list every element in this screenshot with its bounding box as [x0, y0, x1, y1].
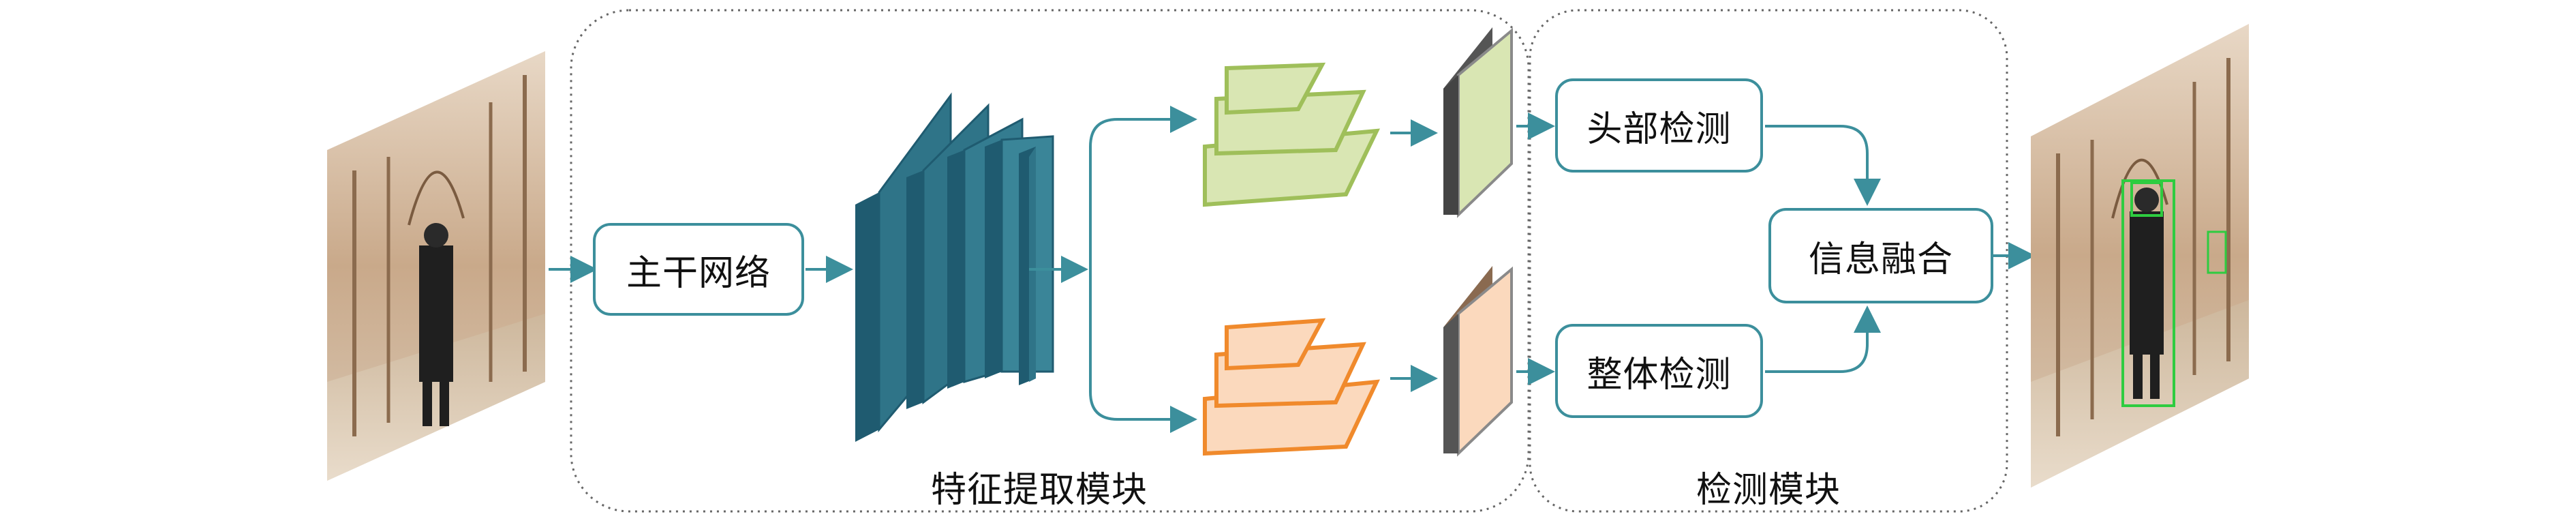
split-arrows	[1029, 106, 1197, 433]
feature-extraction-module-border	[570, 9, 1530, 513]
output-image	[2031, 24, 2249, 488]
detection-module-border	[1529, 9, 2008, 513]
head-detection-label: 头部检测	[1586, 108, 1732, 150]
green-feature-maps	[1203, 62, 1381, 207]
extra-detection-box	[2207, 230, 2227, 274]
head-detection-box	[2130, 181, 2163, 217]
information-fusion-box: 信息融合	[1768, 208, 1993, 303]
backbone-network-label: 主干网络	[626, 252, 771, 294]
green-feature-prism	[1443, 27, 1513, 218]
information-fusion-label: 信息融合	[1808, 239, 1953, 280]
arrow-head-to-fusion	[1765, 125, 1881, 206]
backbone-feature-layers	[855, 92, 1054, 442]
body-detection-box-node: 整体检测	[1555, 324, 1763, 418]
body-detection-label: 整体检测	[1586, 354, 1732, 395]
backbone-network-box: 主干网络	[593, 223, 804, 316]
input-image	[327, 51, 545, 481]
orange-feature-prism	[1443, 266, 1513, 457]
arrow-body-to-fusion	[1765, 305, 1881, 373]
feature-extraction-module-label: 特征提取模块	[930, 470, 1148, 511]
detection-module-label: 检测模块	[1696, 470, 1841, 511]
head-detection-box-node: 头部检测	[1555, 78, 1763, 173]
body-detection-box	[2121, 179, 2175, 407]
orange-feature-maps	[1203, 318, 1380, 456]
